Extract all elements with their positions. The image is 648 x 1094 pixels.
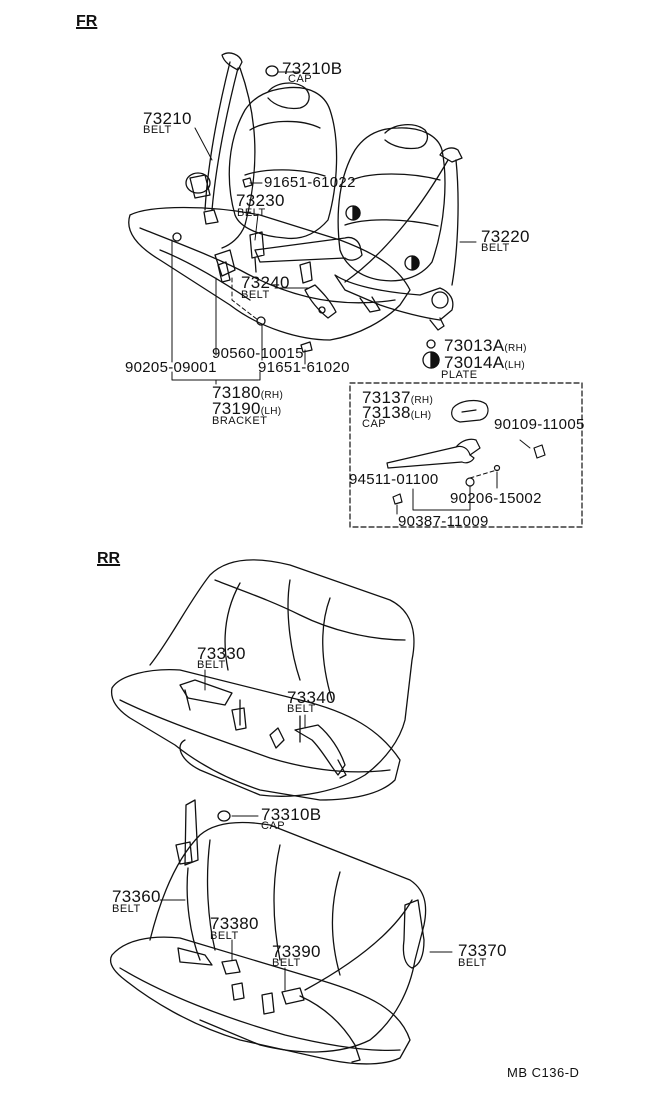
part-73138: 73138(LH) xyxy=(362,404,431,421)
detail-box xyxy=(349,382,583,528)
part-73014a-number: 73014A xyxy=(444,353,505,372)
part-73013a-number: 73013A xyxy=(444,336,505,355)
front-seat-cushion xyxy=(128,206,411,341)
part-91651-61020: 91651-61020 xyxy=(258,359,350,376)
part-73390-label: BELT xyxy=(272,957,301,969)
front-left-seatback xyxy=(228,82,338,240)
part-90205-09001: 90205-09001 xyxy=(125,359,217,376)
part-73220-label: BELT xyxy=(481,242,510,254)
part-73190-side: (LH) xyxy=(260,406,282,417)
part-73137-side: (RH) xyxy=(410,395,434,406)
part-73370: 73370 xyxy=(458,941,507,960)
part-73310b: 73310B xyxy=(261,805,322,824)
rear-seat-lap-belts xyxy=(110,559,415,801)
part-73138-side: (LH) xyxy=(410,410,432,421)
part-plate-label: PLATE xyxy=(441,369,478,381)
part-90206-15002: 90206-15002 xyxy=(450,490,542,507)
part-73340: 73340 xyxy=(287,688,336,707)
part-73220: 73220 xyxy=(481,227,530,246)
front-fasteners xyxy=(172,177,313,353)
part-90387-11009: 90387-11009 xyxy=(398,513,489,530)
part-73360: 73360 xyxy=(112,887,161,906)
part-73210: 73210 xyxy=(143,109,192,128)
part-73013a-side: (RH) xyxy=(504,343,527,354)
rear-leaders xyxy=(159,669,453,991)
cap-73310b xyxy=(217,810,231,822)
section-rear-label: RR xyxy=(97,550,121,567)
part-73230: 73230 xyxy=(236,191,285,210)
part-73210b-label: CAP xyxy=(288,73,313,85)
part-73240-label: BELT xyxy=(241,289,270,301)
rear-seat-3pt-belts xyxy=(109,799,427,1065)
part-73180-side: (RH) xyxy=(260,390,284,401)
front-right-seatback xyxy=(337,124,446,282)
part-bracket-label: BRACKET xyxy=(212,415,268,427)
part-91651-61022: 91651-61022 xyxy=(264,174,356,191)
part-73360-label: BELT xyxy=(112,903,141,915)
part-73190: 73190(LH) xyxy=(212,400,281,417)
part-73013a: 73013A(RH) xyxy=(444,337,527,354)
part-73190-number: 73190 xyxy=(212,399,261,418)
front-rh-lap-assembly xyxy=(254,236,454,321)
part-73014a: 73014A(LH) xyxy=(444,354,525,371)
part-73138-number: 73138 xyxy=(362,403,411,422)
plate-markers xyxy=(345,205,440,369)
part-73137-number: 73137 xyxy=(362,388,411,407)
part-73014a-side: (LH) xyxy=(504,360,526,371)
part-73380-label: BELT xyxy=(210,930,239,942)
part-90560-10015: 90560-10015 xyxy=(212,345,304,362)
part-73390: 73390 xyxy=(272,942,321,961)
part-73330-label: BELT xyxy=(197,659,226,671)
part-73230-label: BELT xyxy=(237,207,266,219)
part-73180-number: 73180 xyxy=(212,383,261,402)
bracket-73180 xyxy=(214,249,236,277)
front-right-shoulder-belt xyxy=(344,147,463,331)
diagram-code: MB C136-D xyxy=(507,1065,580,1080)
part-73330: 73330 xyxy=(197,644,246,663)
part-94511-01100: 94511-01100 xyxy=(349,471,439,488)
part-73310b-label: CAP xyxy=(261,820,286,832)
cap-73210b xyxy=(265,65,279,77)
part-90109-11005: 90109-11005 xyxy=(494,416,585,433)
part-73210b: 73210B xyxy=(282,59,343,78)
part-73137-cap-label: CAP xyxy=(362,418,387,430)
front-leaders xyxy=(171,71,477,385)
part-73137: 73137(RH) xyxy=(362,389,433,406)
part-73240: 73240 xyxy=(241,273,290,292)
part-73340-label: BELT xyxy=(287,703,316,715)
front-left-shoulder-belt xyxy=(185,52,256,249)
part-73370-label: BELT xyxy=(458,957,487,969)
part-73180: 73180(RH) xyxy=(212,384,283,401)
part-73380: 73380 xyxy=(210,914,259,933)
front-center-buckle xyxy=(249,231,337,319)
section-front-label: FR xyxy=(76,13,98,30)
part-73210-label: BELT xyxy=(143,124,172,136)
